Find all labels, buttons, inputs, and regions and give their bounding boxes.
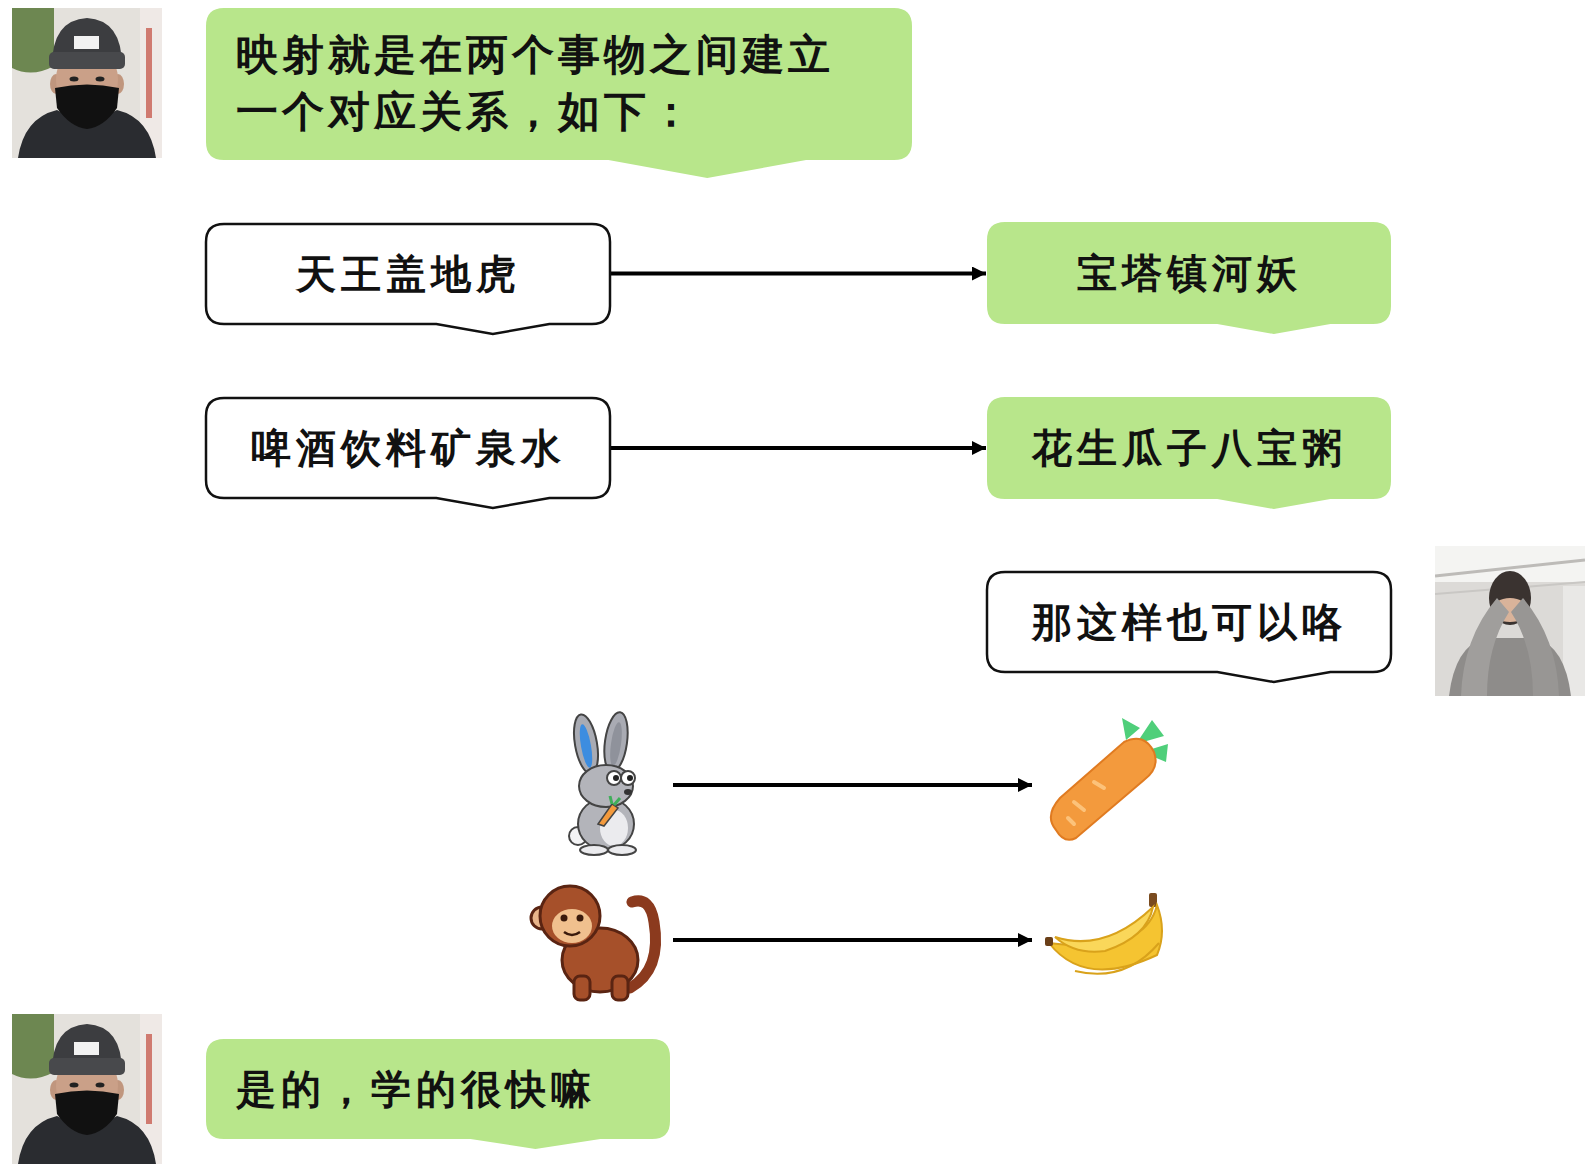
bubble-shape <box>987 572 1391 682</box>
value-box: 宝塔镇河妖 <box>987 222 1391 324</box>
carrot-icon <box>1051 718 1168 840</box>
bubble-shape <box>206 398 610 508</box>
bubble-text: 那这样也可以咯 <box>1032 595 1347 649</box>
rabbit-icon <box>569 711 636 855</box>
bubble-text: 天王盖地虎 <box>296 247 521 301</box>
avatar-photo <box>1435 546 1585 696</box>
speech-bubble: 映射就是在两个事物之间建立 一个对应关系，如下： <box>206 8 912 160</box>
bubble-shape <box>987 222 1391 334</box>
speech-bubble: 那这样也可以咯 <box>987 572 1391 672</box>
value-box: 花生瓜子八宝粥 <box>987 397 1391 499</box>
key-box: 啤酒饮料矿泉水 <box>206 398 610 498</box>
bubble-text: 花生瓜子八宝粥 <box>1032 421 1347 475</box>
bubble-text: 啤酒饮料矿泉水 <box>251 421 566 475</box>
avatar-photo <box>12 8 162 158</box>
speech-bubble: 是的，学的很快嘛 <box>206 1039 670 1139</box>
bubble-text: 是的，学的很快嘛 <box>236 1062 596 1116</box>
bubble-shape <box>206 8 912 178</box>
avatar-photo <box>12 1014 162 1164</box>
mapping-arrow <box>611 446 986 450</box>
mapping-arrow <box>673 783 1032 787</box>
bubble-shape <box>987 397 1391 509</box>
bubble-text: 映射就是在两个事物之间建立 一个对应关系，如下： <box>236 27 876 140</box>
key-box: 天王盖地虎 <box>206 224 610 324</box>
banana-icon <box>1045 893 1162 974</box>
mapping-arrow <box>673 938 1032 942</box>
monkey-icon <box>531 886 656 1000</box>
bubble-text: 宝塔镇河妖 <box>1077 246 1302 300</box>
mapping-arrow <box>611 272 986 276</box>
bubble-shape <box>206 1039 670 1149</box>
bubble-shape <box>206 224 610 334</box>
